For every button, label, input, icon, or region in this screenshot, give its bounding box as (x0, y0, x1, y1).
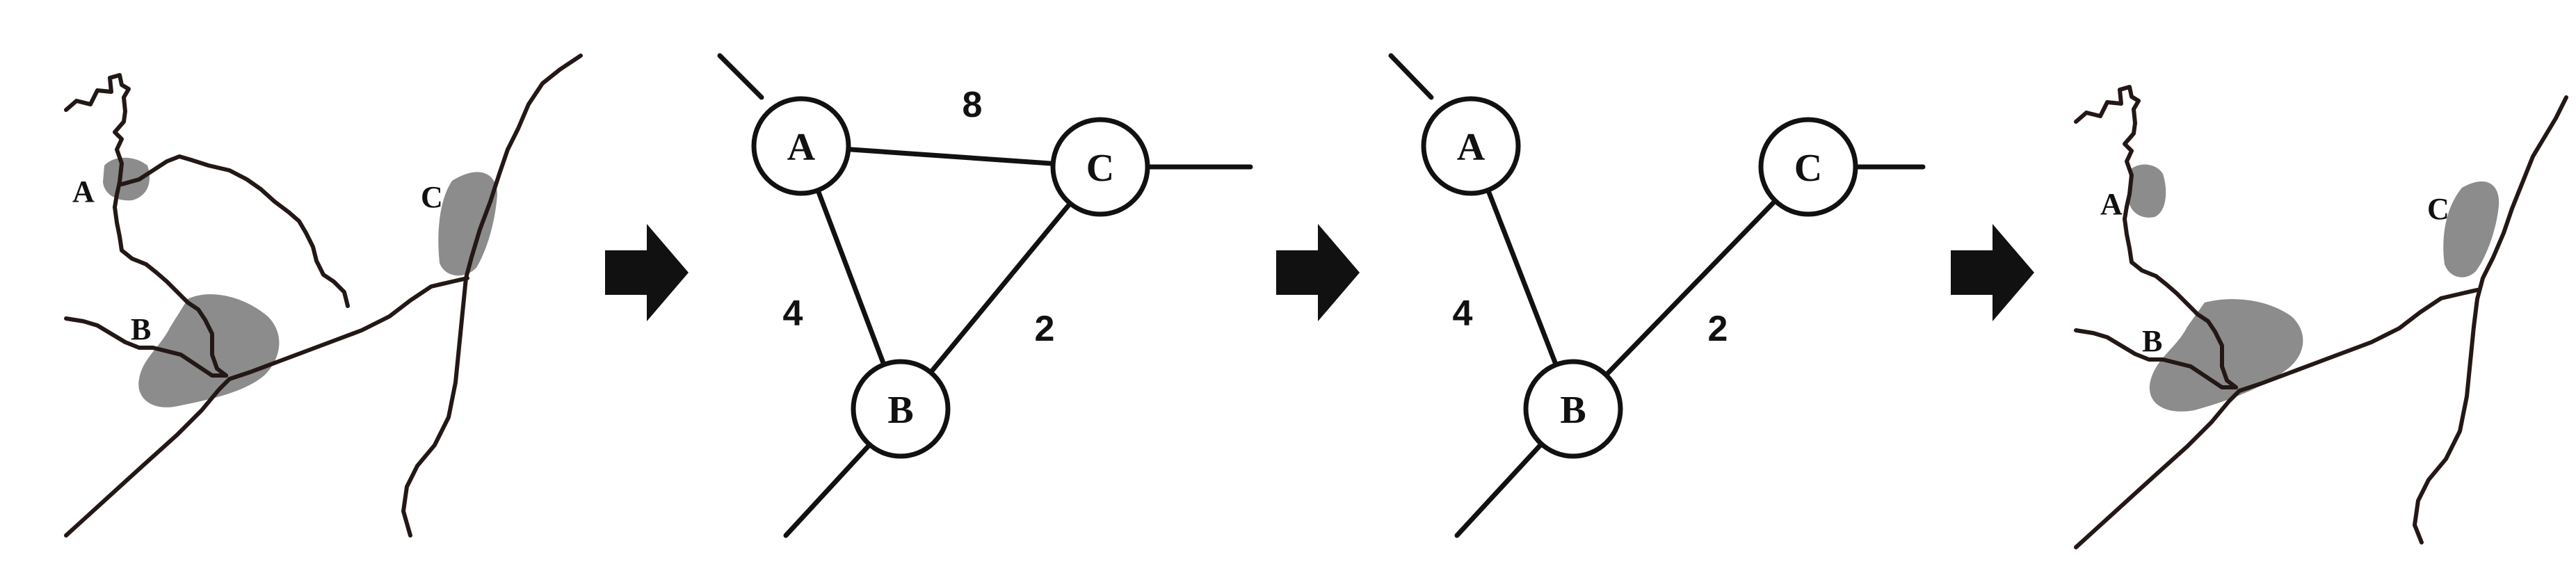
node-a (1421, 96, 1521, 196)
weight-a-c: 8 (963, 85, 983, 125)
node-label-b: B (887, 389, 913, 432)
weight-a-b: 4 (1453, 293, 1473, 334)
road-main-diagonal (2074, 288, 2479, 549)
weight-a-b: 4 (783, 293, 803, 334)
node-label-a: A (787, 126, 816, 169)
weight-b-c: 2 (1035, 309, 1055, 349)
edge-b-stub (783, 442, 872, 538)
road-c-north (2413, 95, 2568, 544)
road-main-diagonal (64, 276, 469, 538)
road-a-north (64, 73, 228, 378)
node-b (851, 359, 951, 459)
edge-b-c (1570, 164, 1811, 412)
panel-map-before: A B C (64, 54, 583, 538)
map-label-c: C (421, 180, 443, 214)
panel-graph-pruned: A C B 4 2 (1388, 53, 1926, 538)
panel-map-after: A B C (2074, 85, 2568, 549)
panel-graph-full: A C B 8 4 2 (717, 53, 1253, 538)
arrow-right-icon (1276, 224, 1360, 321)
node-label-c: C (1794, 147, 1822, 190)
arrow-right-icon (605, 224, 689, 321)
map-label-b: B (2142, 324, 2162, 358)
node-a (751, 96, 851, 196)
edge-b-c (898, 164, 1103, 412)
region-c (438, 172, 497, 276)
map-label-b: B (131, 312, 151, 346)
region-a (2128, 164, 2166, 218)
node-label-c: C (1086, 147, 1114, 190)
edge-a-stub (717, 53, 764, 100)
node-label-a: A (1457, 126, 1486, 169)
edge-b-stub (1454, 442, 1543, 538)
region-a (103, 157, 150, 201)
edge-a-c (798, 143, 1103, 170)
map-label-c: C (2427, 192, 2449, 226)
arrow-right-icon (1951, 224, 2034, 321)
node-c (1758, 117, 1858, 217)
region-c (2443, 181, 2499, 277)
road-a-east (120, 154, 350, 308)
map-label-a: A (2100, 187, 2123, 221)
region-b (2149, 299, 2303, 412)
road-a-north (2074, 85, 2238, 389)
map-label-a: A (72, 175, 95, 209)
weight-b-c: 2 (1708, 309, 1728, 349)
node-b (1523, 359, 1623, 459)
road-c-north (401, 54, 583, 538)
edge-a-stub (1388, 53, 1434, 100)
region-b (138, 294, 280, 407)
road-b-west (64, 316, 228, 378)
road-b-west (2074, 328, 2238, 389)
node-c (1050, 117, 1150, 217)
node-label-b: B (1560, 389, 1586, 432)
